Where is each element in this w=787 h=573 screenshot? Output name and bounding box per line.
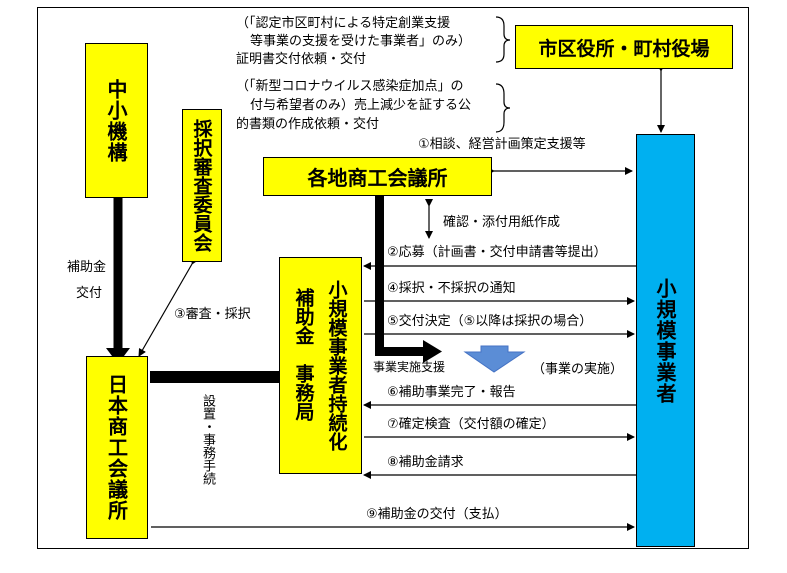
shiku-box: 市区役所・町村役場 <box>515 25 733 69</box>
jigyo-shien-arrowhead <box>423 340 442 363</box>
diagram-frame <box>37 7 749 549</box>
shinsa-box: 採択審査委員会 <box>182 109 222 262</box>
kakunin-label: 確認・添付用紙作成 <box>443 215 561 230</box>
jigyo-jisshi-arrow <box>463 345 526 373</box>
note-line-6: 的書類の作成依頼・交付 <box>236 117 380 132</box>
step2-label: ②応募（計画書・交付申請書等提出） <box>387 245 607 260</box>
step4-label: ④採択・不採択の通知 <box>387 281 516 296</box>
step8-label: ⑧補助金請求 <box>387 455 464 470</box>
note-line-3: 証明書交付依頼・交付 <box>236 52 367 67</box>
shinsa-nissho-arrow <box>138 255 199 357</box>
step3-label: ③審査・採択 <box>174 307 251 322</box>
step1-label: ①相談、経営計画策定支援等 <box>418 137 586 152</box>
jigyo-shien-arrow-body <box>375 347 425 356</box>
step5-label: ⑤交付決定（⑤以降は採択の場合） <box>387 314 593 329</box>
kofu-label: 交付 <box>76 286 103 301</box>
shokibo-label: 小規模事業者 <box>653 277 677 404</box>
chusho-box: 中小機構 <box>85 43 148 198</box>
shokibo-box: 小規模事業者 <box>636 134 695 547</box>
step6-label: ⑥補助事業完了・報告 <box>387 385 516 400</box>
jimukyoku-label-1: 小規模事業者持続化 <box>325 280 348 451</box>
setchi-label: 設置・事務手続 <box>200 394 215 485</box>
kakuchi-box: 各地商工会議所 <box>263 157 492 196</box>
step9-label: ⑨補助金の交付（支払） <box>366 507 508 522</box>
shinsa-label: 採択審査委員会 <box>190 119 213 252</box>
jigyo-shien-label: 事業実施支援 <box>373 360 446 374</box>
shiku-label: 市区役所・町村役場 <box>538 37 710 60</box>
nissho-label: 日本商工会議所 <box>104 374 129 521</box>
nissho-box: 日本商工会議所 <box>86 356 148 539</box>
hojokin-label: 補助金 <box>67 260 107 275</box>
jimukyoku-box: 小規模事業者持続化 補助金 事務局 <box>279 257 362 474</box>
chusho-label: 中小機構 <box>104 78 128 163</box>
step7-label: ⑦確定検査（交付額の確定） <box>387 417 555 432</box>
brace-bottom <box>495 83 511 133</box>
note-line-4: （「新型コロナウイルス感染症加点」の <box>236 79 464 94</box>
note-line-2: 等事業の支援を受けた事業者」のみ） <box>250 34 472 49</box>
jigyo-jisshi-label: （事業の実施） <box>532 362 624 377</box>
brace-top <box>495 16 511 63</box>
note-line-5: 付与希望者のみ）売上減少を証する公 <box>250 98 472 113</box>
kakuchi-label: 各地商工会議所 <box>307 166 448 190</box>
nissho-jimukyoku-link <box>150 371 279 383</box>
note-line-1: （「認定市区町村による特定創業支援 <box>236 16 451 31</box>
jimukyoku-label-2: 補助金 事務局 <box>292 288 315 421</box>
kakuchi-vertical-link <box>375 196 384 356</box>
